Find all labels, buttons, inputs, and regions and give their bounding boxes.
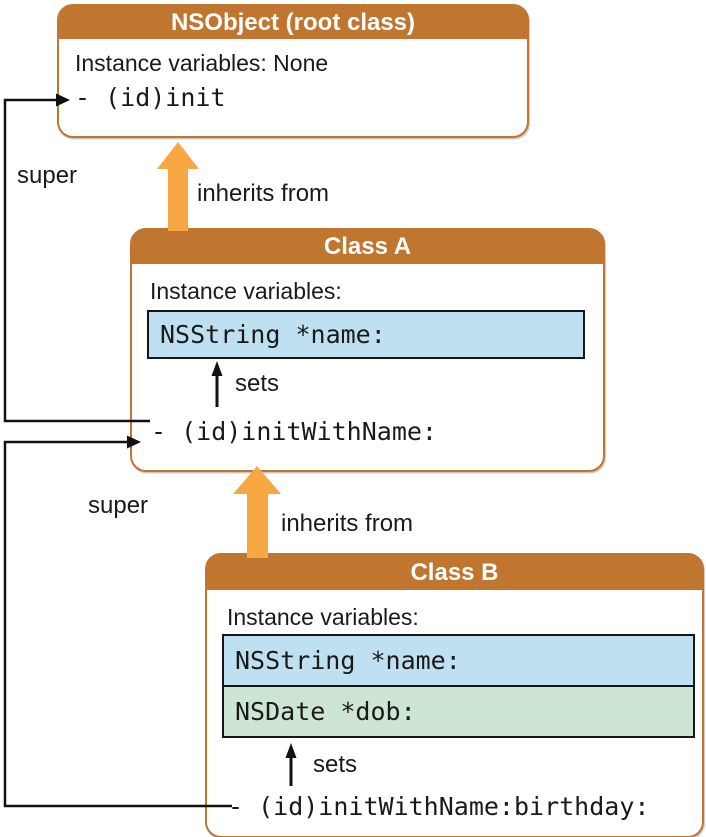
inherits-from-label-bottom: inherits from: [281, 510, 414, 537]
inherits-arrow-class-a-to-nsobject: [157, 142, 199, 231]
class-a-box: Class A Instance variables: NSString *na…: [130, 228, 605, 472]
class-b-instance-variables-label: Instance variables:: [227, 604, 419, 630]
class-b-variable-name: NSString *name:: [224, 636, 693, 685]
class-a-instance-variables-label: Instance variables:: [150, 278, 342, 304]
class-b-variable-dob-text: NSDate *dob:: [235, 697, 416, 726]
class-b-box: Class B Instance variables: NSString *na…: [205, 553, 704, 837]
nsobject-class-box: NSObject (root class) Instance variables…: [57, 4, 529, 138]
inherits-arrow-class-b-to-class-a: [233, 466, 281, 558]
class-b-variables-stack: NSString *name: NSDate *dob:: [222, 634, 695, 738]
class-a-variable-name-text: NSString *name:: [160, 320, 386, 349]
class-b-variable-name-text: NSString *name:: [235, 646, 461, 675]
super-label-top: super: [17, 162, 78, 189]
super-arrow-class-a-to-nsobject: [3, 93, 150, 423]
class-b-variable-dob: NSDate *dob:: [224, 685, 693, 736]
class-a-header: Class A: [132, 230, 603, 264]
class-b-initwithname-birthday-method: - (id)initWithName:birthday:: [228, 792, 650, 821]
inherits-from-label-top: inherits from: [197, 180, 330, 207]
nsobject-init-method: - (id)init: [75, 83, 226, 112]
sets-label-class-b: sets: [313, 751, 358, 778]
class-a-variable-name: NSString *name:: [147, 310, 585, 359]
class-a-initwithname-method: - (id)initWithName:: [151, 417, 437, 446]
class-b-header: Class B: [207, 555, 702, 590]
super-label-bottom: super: [88, 492, 149, 519]
nsobject-header: NSObject (root class): [59, 6, 527, 39]
sets-label-class-a: sets: [235, 370, 280, 397]
nsobject-instance-variables-label: Instance variables: None: [75, 50, 329, 76]
